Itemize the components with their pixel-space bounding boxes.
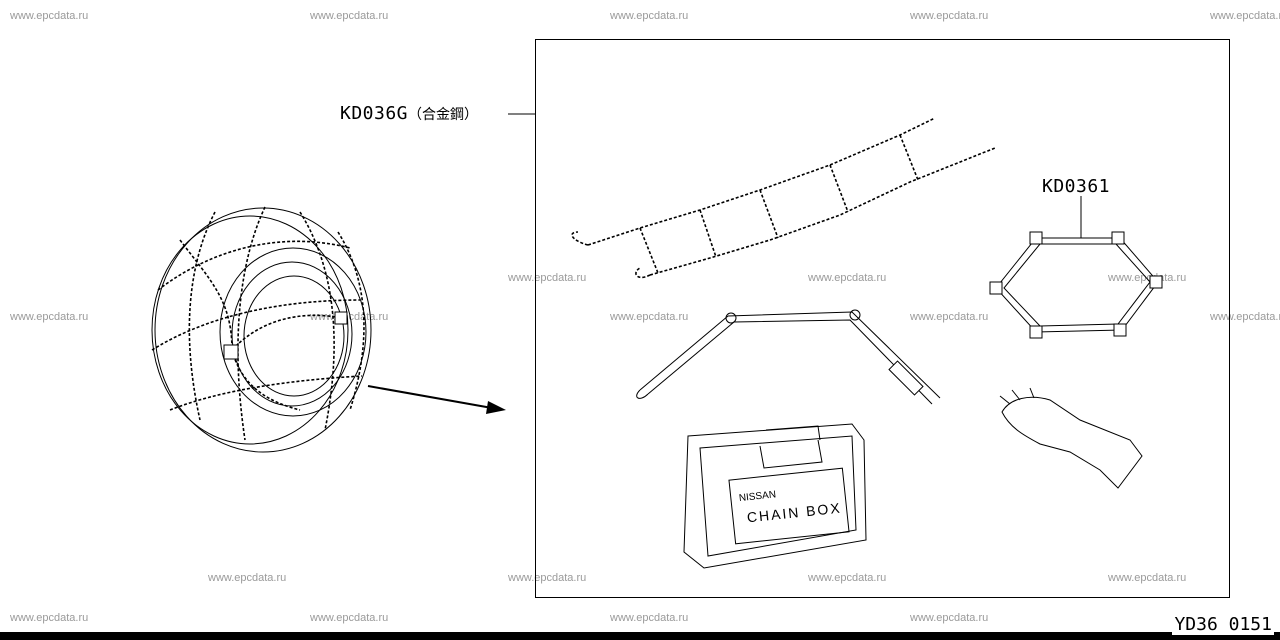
watermark-text: www.epcdata.ru — [10, 311, 89, 323]
installation-tool — [636, 309, 941, 405]
kd0361-number: KD0361 — [1042, 176, 1111, 197]
watermark-text: www.epcdata.ru — [1210, 10, 1280, 22]
watermark-text: www.epcdata.ru — [310, 311, 389, 323]
chain-tensioner — [989, 231, 1163, 339]
watermark-text: www.epcdata.ru — [208, 572, 287, 584]
case-label: CHAIN BOX — [746, 500, 842, 526]
case-brand: NISSAN — [738, 489, 776, 504]
watermark-text: www.epcdata.ru — [310, 10, 389, 22]
watermark-text: www.epcdata.ru — [610, 612, 689, 624]
watermark-text: www.epcdata.ru — [1108, 272, 1187, 284]
watermark-text: www.epcdata.ru — [808, 272, 887, 284]
direction-arrow — [367, 385, 506, 414]
watermark-text: www.epcdata.ru — [10, 10, 89, 22]
watermark-text: www.epcdata.ru — [610, 10, 689, 22]
watermark-text: www.epcdata.ru — [808, 572, 887, 584]
watermark-text: www.epcdata.ru — [1210, 311, 1280, 323]
tire-chain-ladder — [571, 117, 996, 279]
watermark-text: www.epcdata.ru — [1108, 572, 1187, 584]
kd036g-note: （合金鋼） — [408, 107, 479, 123]
watermark-text: www.epcdata.ru — [910, 612, 989, 624]
work-glove — [999, 387, 1143, 489]
drawing-code: YD36 0151 — [1172, 614, 1274, 635]
watermark-text: www.epcdata.ru — [508, 572, 587, 584]
watermark-text: www.epcdata.ru — [310, 612, 389, 624]
watermark-text: www.epcdata.ru — [910, 311, 989, 323]
chain-box-case — [683, 423, 867, 569]
tire-with-chain — [151, 206, 372, 453]
part-number-kd036g: KD036G（合金鋼） — [340, 103, 478, 124]
watermark-text: www.epcdata.ru — [910, 10, 989, 22]
part-number-kd0361: KD0361 — [1042, 176, 1110, 197]
watermark-text: www.epcdata.ru — [610, 311, 689, 323]
kd036g-number: KD036G — [340, 103, 409, 124]
watermark-text: www.epcdata.ru — [508, 272, 587, 284]
watermark-text: www.epcdata.ru — [10, 612, 89, 624]
bottom-bar — [0, 632, 1280, 640]
kit-frame — [535, 39, 1230, 598]
